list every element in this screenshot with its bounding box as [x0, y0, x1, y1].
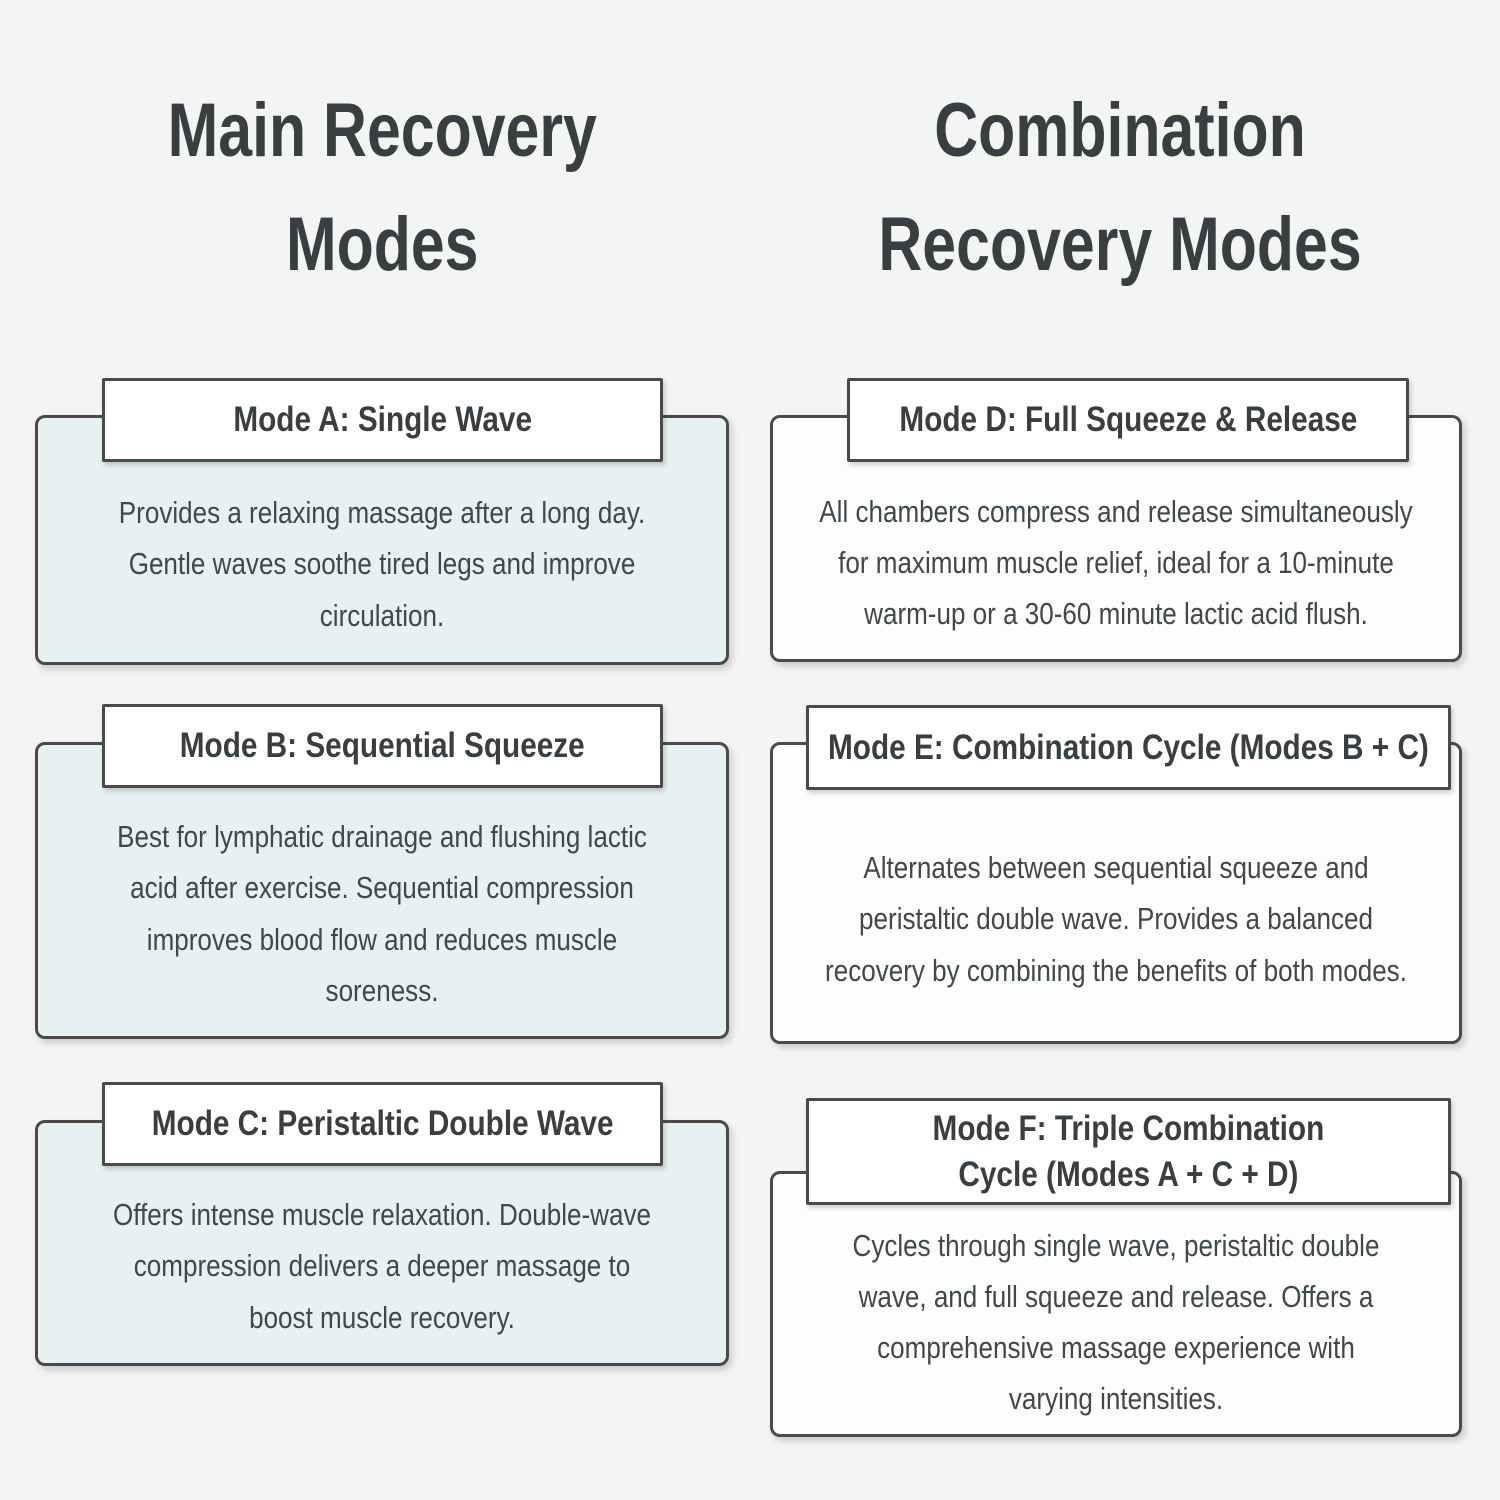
mode-e-description: Alternates between sequential squeeze an… [825, 850, 1407, 988]
mode-a-title: Mode A: Single Wave [233, 400, 532, 440]
mode-a-description: Provides a relaxing massage after a long… [118, 495, 646, 633]
mode-c-title-box: Mode C: Peristaltic Double Wave [102, 1082, 663, 1166]
mode-f-description: Cycles through single wave, peristaltic … [852, 1227, 1380, 1417]
mode-d-title-box: Mode D: Full Squeeze & Release [847, 378, 1409, 462]
mode-f-description-box: Cycles through single wave, peristaltic … [770, 1171, 1462, 1437]
mode-a-title-box: Mode A: Single Wave [102, 378, 663, 462]
mode-e-title-box: Mode E: Combination Cycle (Modes B + C) [806, 705, 1451, 790]
mode-e-title: Mode E: Combination Cycle (Modes B + C) [828, 727, 1429, 767]
mode-f-title: Mode F: Triple Combination Cycle (Modes … [932, 1109, 1325, 1194]
mode-b-description: Best for lymphatic drainage and flushing… [117, 819, 647, 1008]
mode-f-title-box: Mode F: Triple Combination Cycle (Modes … [806, 1098, 1451, 1205]
mode-c-title: Mode C: Peristaltic Double Wave [151, 1104, 614, 1144]
combination-recovery-modes-heading-text: Combination Recovery Modes [878, 88, 1362, 287]
mode-b-title: Mode B: Sequential Squeeze [180, 726, 585, 766]
mode-b-description-box: Best for lymphatic drainage and flushing… [35, 742, 729, 1039]
mode-d-title: Mode D: Full Squeeze & Release [899, 400, 1357, 440]
mode-e-description-box: Alternates between sequential squeeze an… [770, 742, 1462, 1044]
mode-c-description: Offers intense muscle relaxation. Double… [113, 1197, 651, 1335]
main-recovery-modes-heading: Main Recovery Modes [35, 74, 729, 302]
mode-d-description: All chambers compress and release simult… [819, 493, 1413, 632]
combination-recovery-modes-heading: Combination Recovery Modes [774, 74, 1466, 302]
main-recovery-modes-heading-text: Main Recovery Modes [167, 88, 597, 287]
mode-b-title-box: Mode B: Sequential Squeeze [102, 704, 663, 788]
